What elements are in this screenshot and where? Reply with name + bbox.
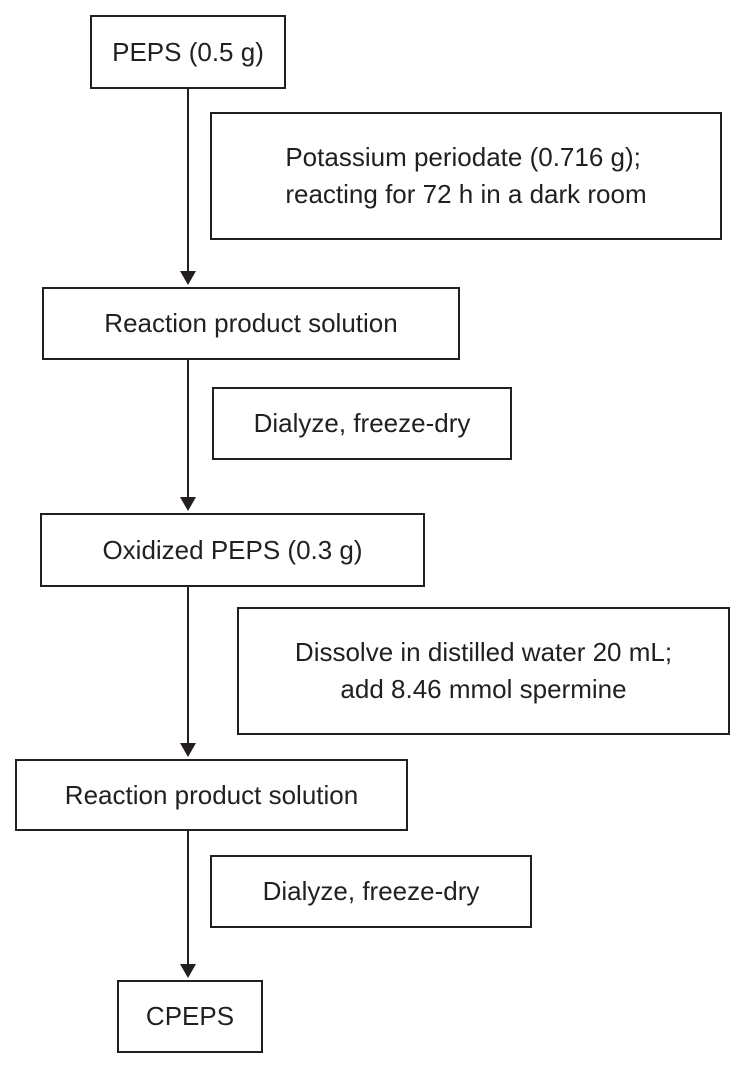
process-box-oxidized-peps-label: Oxidized PEPS (0.3 g) [102,534,363,565]
annotation-box-potassium-periodate: Potassium periodate (0.716 g); reacting … [210,112,722,240]
annotation-box-dissolve-spermine-text: Dissolve in distilled water 20 mL; add 8… [295,634,672,708]
annotation-box-dissolve-spermine: Dissolve in distilled water 20 mL; add 8… [237,607,730,735]
process-box-cpeps: CPEPS [117,980,263,1053]
process-box-reaction-product-solution-1-label: Reaction product solution [104,308,398,338]
annotation-line: add 8.46 mmol spermine [340,674,627,704]
annotation-box-dialyze-freeze-dry-1: Dialyze, freeze-dry [212,387,512,460]
annotation-line: reacting for 72 h in a dark room [285,179,647,209]
annotation-box-potassium-periodate-text: Potassium periodate (0.716 g); reacting … [285,139,646,213]
process-box-reaction-product-solution-2-label: Reaction product solution [64,779,359,810]
process-box-oxidized-peps: Oxidized PEPS (0.3 g) [40,513,425,587]
annotation-box-dialyze-freeze-dry-2-label: Dialyze, freeze-dry [262,876,480,906]
annotation-line: Potassium periodate (0.716 g); [285,142,641,172]
process-box-reaction-product-solution-1: Reaction product solution [42,287,460,360]
annotation-box-dialyze-freeze-dry-2: Dialyze, freeze-dry [210,855,532,928]
process-box-peps: PEPS (0.5 g) [90,15,286,89]
arrow-down-4 [180,831,196,978]
annotation-box-dialyze-freeze-dry-1-label: Dialyze, freeze-dry [253,408,471,438]
annotation-line: Dissolve in distilled water 20 mL; [294,637,673,667]
process-box-reaction-product-solution-2: Reaction product solution [15,759,408,831]
arrow-down-3 [180,587,196,757]
arrow-down-2 [180,360,196,511]
process-box-cpeps-label: CPEPS [145,1001,235,1031]
arrow-down-1 [180,89,196,285]
process-box-peps-label: PEPS (0.5 g) [112,36,264,67]
